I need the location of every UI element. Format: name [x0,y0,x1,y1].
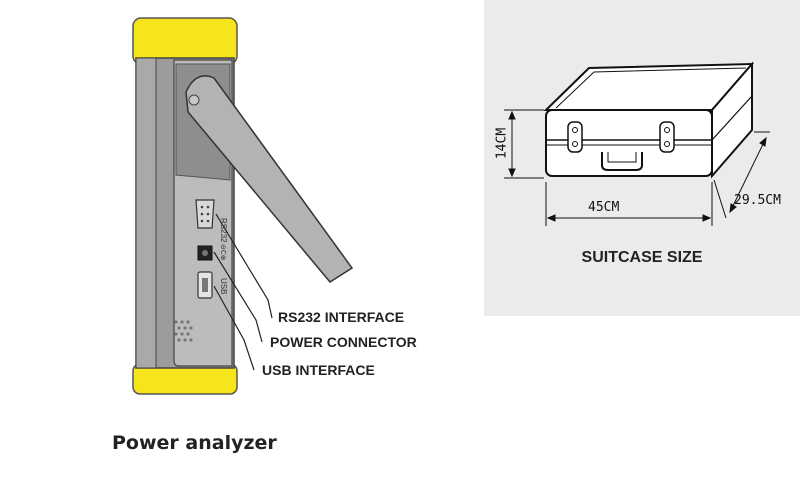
depth-label: 29.5CM [734,193,781,208]
suitcase-drawing [504,61,770,226]
power-connector-callout: POWER CONNECTOR [270,334,417,350]
rs232-callout: RS232 INTERFACE [278,309,405,325]
suitcase-panel: 14CM 45CM 29.5CM SUITCASE SIZE [484,0,800,316]
dc-symbol: ⊖C⊕ [219,244,227,261]
left-latch [567,121,583,153]
leader-lines [213,213,273,371]
power-leader [213,251,263,343]
usb-port-label: USB [219,278,228,294]
rs232-pins [200,205,210,223]
suitcase-title: SUITCASE SIZE [581,249,703,266]
height-label: 14CM [494,127,510,160]
depth-dimension [713,131,770,219]
body-left-strip [135,57,157,369]
rs232-port-label: RS232 [219,218,228,243]
suitcase-side [711,61,753,179]
rs232-port [195,199,215,229]
power-analyzer-figure: RS232 USB ⊖C⊕ RS232 INTERFACE POWER CONN… [112,17,417,454]
top-bumper [132,17,238,65]
width-dimension [545,182,713,226]
suitcase-handle [601,152,643,171]
speaker-grille [174,320,193,342]
analyzer-drawing: RS232 USB ⊖C⊕ [132,17,354,395]
height-dimension [504,109,544,179]
figure-caption: Power analyzer [112,432,277,454]
folding-stand [185,75,354,283]
usb-leader [213,285,255,371]
right-latch [659,121,675,153]
usb-callout: USB INTERFACE [262,362,375,378]
width-label: 45CM [588,200,620,215]
rs232-leader [215,213,273,319]
